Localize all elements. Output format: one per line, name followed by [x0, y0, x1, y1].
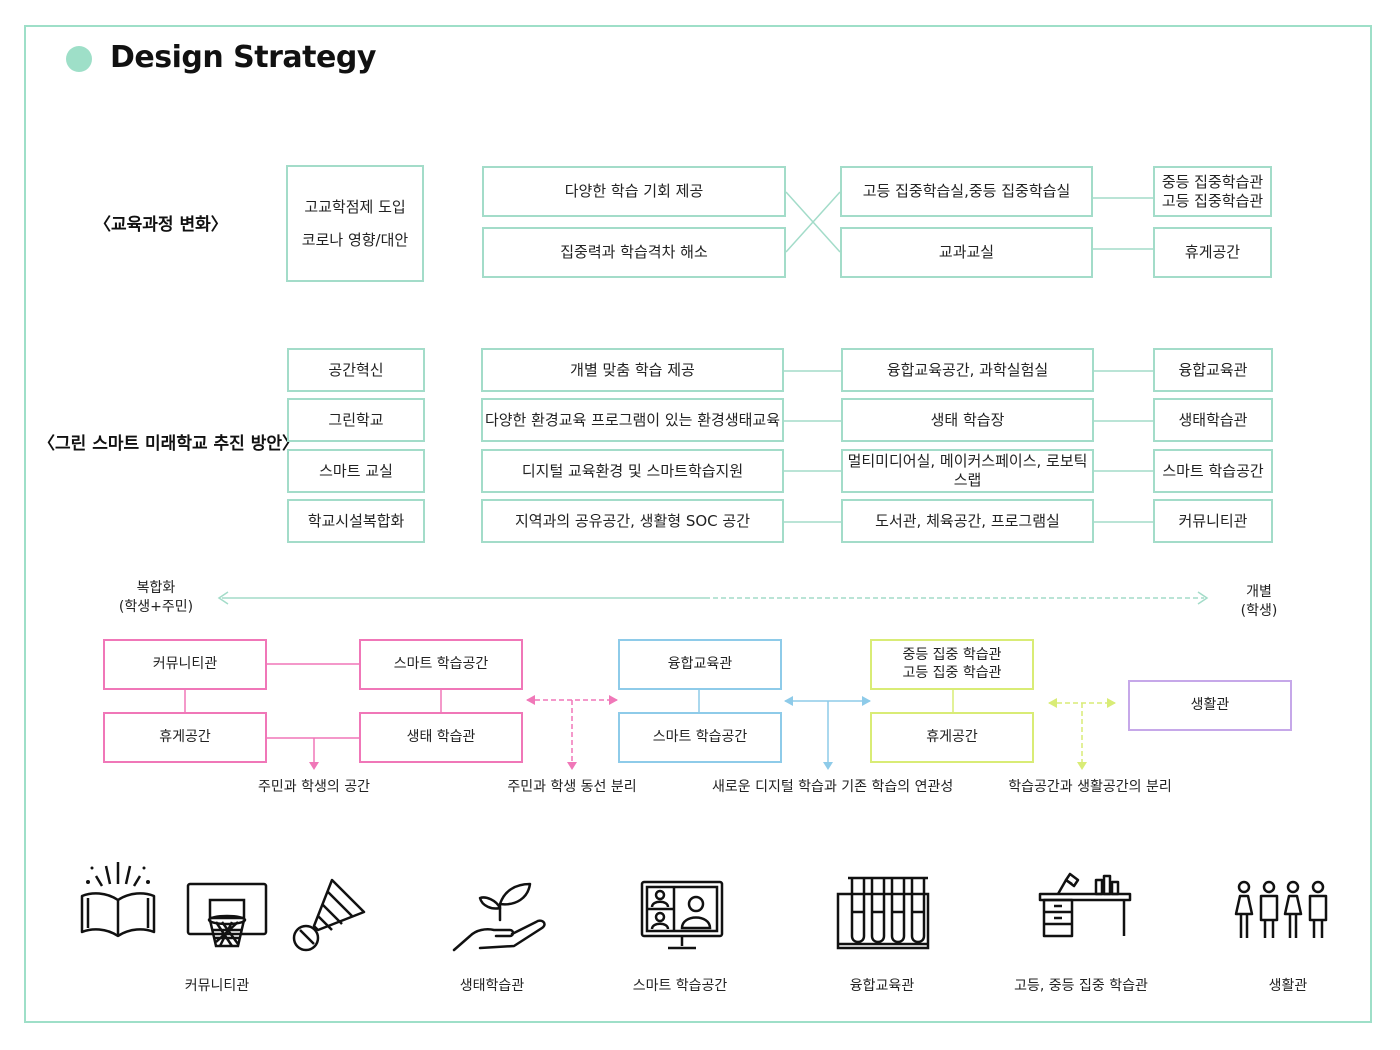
- caption-digital-link: 새로운 디지털 학습과 기존 학습의 연관성: [712, 779, 954, 795]
- facility-box: 커뮤니티관: [1153, 499, 1273, 543]
- curriculum-goal-box: 다양한 학습 기회 제공: [482, 166, 786, 217]
- box-line: 중등 집중 학습관: [902, 647, 1002, 663]
- curriculum-goal-box: 집중력과 학습격차 해소: [482, 227, 786, 278]
- curriculum-space-box: 고등 집중학습실,중등 집중학습실: [840, 166, 1093, 217]
- program-box: 지역과의 공유공간, 생활형 SOC 공간: [481, 499, 784, 543]
- study-desk-icon: [1038, 872, 1132, 938]
- curriculum-facility-box: 중등 집중학습관 고등 집중학습관: [1153, 166, 1272, 217]
- open-book-icon: [80, 862, 156, 938]
- shuttlecock-icon: [292, 878, 366, 952]
- page-frame: [24, 25, 1372, 1023]
- icon-label-dorm: 생활관: [1268, 978, 1308, 994]
- label-line: 개별: [1246, 584, 1272, 600]
- space-box: 생태 학습장: [841, 398, 1094, 442]
- program-box: 다양한 환경교육 프로그램이 있는 환경생태교육: [481, 398, 784, 442]
- icon-label-eco: 생태학습관: [459, 978, 525, 994]
- lime-box-study-hall: 중등 집중 학습관 고등 집중 학습관: [870, 639, 1034, 690]
- test-tubes-icon: [836, 876, 930, 950]
- curriculum-facility-box: 휴게공간: [1153, 227, 1272, 278]
- strategy-box: 그린학교: [287, 398, 425, 442]
- pink-box-eco: 생태 학습관: [359, 712, 523, 763]
- video-conference-monitor-icon: [640, 880, 724, 950]
- curriculum-space-box: 교과교실: [840, 227, 1093, 278]
- program-box: 개별 맞춤 학습 제공: [481, 348, 784, 392]
- section-heading-curriculum: 〈교육과정 변화〉: [94, 215, 228, 235]
- pink-box-community: 커뮤니티관: [103, 639, 267, 690]
- icon-label-smart: 스마트 학습공간: [632, 978, 728, 994]
- caption-shared-space: 주민과 학생의 공간: [258, 779, 370, 795]
- blue-box-smart: 스마트 학습공간: [618, 712, 782, 763]
- purple-box-dorm: 생활관: [1128, 680, 1292, 731]
- facility-box: 스마트 학습공간: [1153, 449, 1273, 493]
- spectrum-right-label: 개별 (학생): [1220, 583, 1298, 621]
- page-title: Design Strategy: [110, 40, 376, 75]
- lime-box-rest: 휴게공간: [870, 712, 1034, 763]
- label-line: (학생+주민): [118, 598, 194, 615]
- pink-box-rest: 휴게공간: [103, 712, 267, 763]
- icon-label-community: 커뮤니티관: [184, 978, 250, 994]
- blue-box-convergence: 융합교육관: [618, 639, 782, 690]
- title-bullet: [66, 46, 92, 72]
- pink-box-smart: 스마트 학습공간: [359, 639, 523, 690]
- plant-in-hand-icon: [452, 882, 546, 952]
- icon-label-convergence: 융합교육관: [849, 978, 915, 994]
- box-line: 고등 집중 학습관: [902, 664, 1002, 681]
- box-line: 고교학점제 도입: [304, 197, 406, 216]
- facility-box: 생태학습관: [1153, 398, 1273, 442]
- space-box: 도서관, 체육공간, 프로그램실: [841, 499, 1094, 543]
- caption-space-separation: 학습공간과 생활공간의 분리: [1008, 779, 1172, 795]
- caption-separation: 주민과 학생 동선 분리: [507, 779, 637, 795]
- icon-label-study-hall: 고등, 중등 집중 학습관: [1014, 978, 1148, 994]
- space-box: 융합교육공간, 과학실험실: [841, 348, 1094, 392]
- box-line: 코로나 영향/대안: [301, 230, 409, 249]
- strategy-box: 학교시설복합화: [287, 499, 425, 543]
- label-line: (학생): [1240, 602, 1278, 619]
- box-line: 중등 집중학습관: [1161, 172, 1264, 191]
- space-box: 멀티미디어실, 메이커스페이스, 로보틱스랩: [841, 449, 1094, 493]
- basketball-hoop-icon: [186, 882, 268, 948]
- strategy-box: 공간혁신: [287, 348, 425, 392]
- spectrum-left-label: 복합화 (학생+주민): [105, 579, 207, 617]
- strategy-box: 스마트 교실: [287, 449, 425, 493]
- box-line: 고등 집중학습관: [1161, 191, 1264, 210]
- label-line: 복합화: [136, 580, 176, 596]
- people-group-icon: [1234, 880, 1328, 938]
- section-heading-green-smart: 〈그린 스마트 미래학교 추진 방안〉: [38, 434, 299, 454]
- curriculum-cause-box: 고교학점제 도입 코로나 영향/대안: [286, 165, 424, 282]
- program-box: 디지털 교육환경 및 스마트학습지원: [481, 449, 784, 493]
- facility-box: 융합교육관: [1153, 348, 1273, 392]
